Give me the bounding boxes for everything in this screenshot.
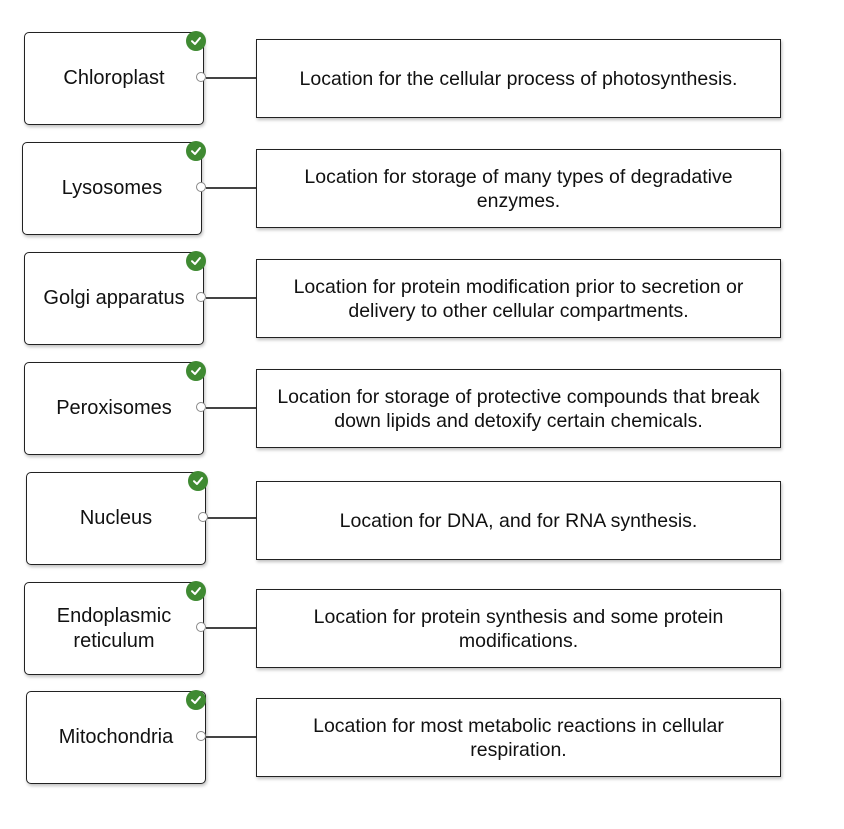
check-circle-icon (188, 471, 208, 491)
term-label: Golgi apparatus (43, 287, 185, 309)
match-row: Mitochondria Location for most metabolic… (0, 690, 844, 791)
match-row: Endoplasmic reticulum Location for prote… (0, 581, 844, 682)
connector-line (206, 736, 266, 738)
check-circle-icon (186, 251, 206, 271)
connector-handle[interactable] (196, 731, 206, 741)
term-card-endoplasmic-reticulum[interactable]: Endoplasmic reticulum (24, 582, 204, 675)
match-row: Nucleus Location for DNA, and for RNA sy… (0, 471, 844, 572)
term-card-chloroplast[interactable]: Chloroplast (24, 32, 204, 125)
match-row: Chloroplast Location for the cellular pr… (0, 31, 844, 132)
definition-box[interactable]: Location for protein modification prior … (256, 259, 781, 338)
definition-text: Location for DNA, and for RNA synthesis. (339, 509, 698, 532)
definition-text: Location for protein modification prior … (293, 275, 744, 322)
connector-handle[interactable] (198, 512, 208, 522)
term-card-golgi-apparatus[interactable]: Golgi apparatus (24, 252, 204, 345)
definition-box[interactable]: Location for the cellular process of pho… (256, 39, 781, 118)
definition-box[interactable]: Location for most metabolic reactions in… (256, 698, 781, 777)
definition-text: Location for most metabolic reactions in… (313, 714, 724, 761)
definition-text: Location for the cellular process of pho… (299, 67, 738, 90)
definition-box[interactable]: Location for DNA, and for RNA synthesis. (256, 481, 781, 560)
term-label: Peroxisomes (56, 397, 172, 419)
term-card-mitochondria[interactable]: Mitochondria (26, 691, 206, 784)
definition-text: Location for storage of protective compo… (277, 385, 760, 432)
term-label: Lysosomes (61, 177, 163, 199)
term-label: Chloroplast (63, 67, 165, 89)
check-circle-icon (186, 690, 206, 710)
term-card-peroxisomes[interactable]: Peroxisomes (24, 362, 204, 455)
term-label: Endoplasmic reticulum (56, 604, 172, 652)
connector-handle[interactable] (196, 182, 206, 192)
term-label: Mitochondria (58, 726, 174, 748)
connector-line (206, 77, 266, 79)
match-row: Golgi apparatus Location for protein mod… (0, 251, 844, 352)
match-row: Lysosomes Location for storage of many t… (0, 141, 844, 242)
connector-line (206, 187, 266, 189)
check-circle-icon (186, 31, 206, 51)
check-circle-icon (186, 361, 206, 381)
connector-handle[interactable] (196, 402, 206, 412)
definition-text: Location for storage of many types of de… (304, 165, 733, 212)
definition-box[interactable]: Location for storage of protective compo… (256, 369, 781, 448)
match-row: Peroxisomes Location for storage of prot… (0, 361, 844, 462)
connector-line (206, 297, 266, 299)
connector-handle[interactable] (196, 292, 206, 302)
definition-box[interactable]: Location for protein synthesis and some … (256, 589, 781, 668)
connector-line (206, 627, 266, 629)
connector-handle[interactable] (196, 622, 206, 632)
term-card-lysosomes[interactable]: Lysosomes (22, 142, 202, 235)
connector-line (206, 517, 266, 519)
definition-text: Location for protein synthesis and some … (313, 605, 724, 652)
term-label: Nucleus (79, 507, 153, 529)
term-card-nucleus[interactable]: Nucleus (26, 472, 206, 565)
definition-box[interactable]: Location for storage of many types of de… (256, 149, 781, 228)
connector-handle[interactable] (196, 72, 206, 82)
connector-line (206, 407, 266, 409)
check-circle-icon (186, 581, 206, 601)
check-circle-icon (186, 141, 206, 161)
